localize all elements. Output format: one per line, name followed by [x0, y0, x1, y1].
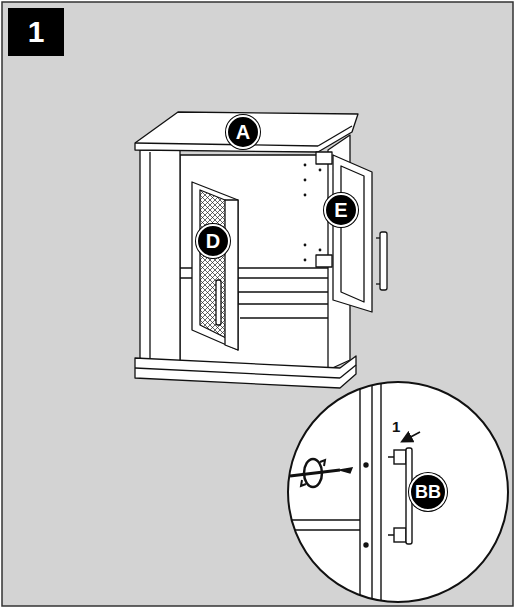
part-letter: E [334, 200, 347, 220]
step-number-text: 1 [28, 17, 45, 47]
part-letter: A [236, 122, 250, 142]
callout-circle: E [324, 193, 358, 227]
callout-number: 1 [390, 418, 402, 435]
callout-circle: BB [409, 473, 447, 511]
part-letter: D [206, 231, 220, 251]
callout-circle: D [196, 224, 230, 258]
step-number: 1 [8, 8, 64, 56]
callout-circle: A [226, 115, 260, 149]
cabinet [135, 112, 387, 388]
detail-inset [280, 380, 508, 608]
part-letter: BB [415, 483, 441, 501]
